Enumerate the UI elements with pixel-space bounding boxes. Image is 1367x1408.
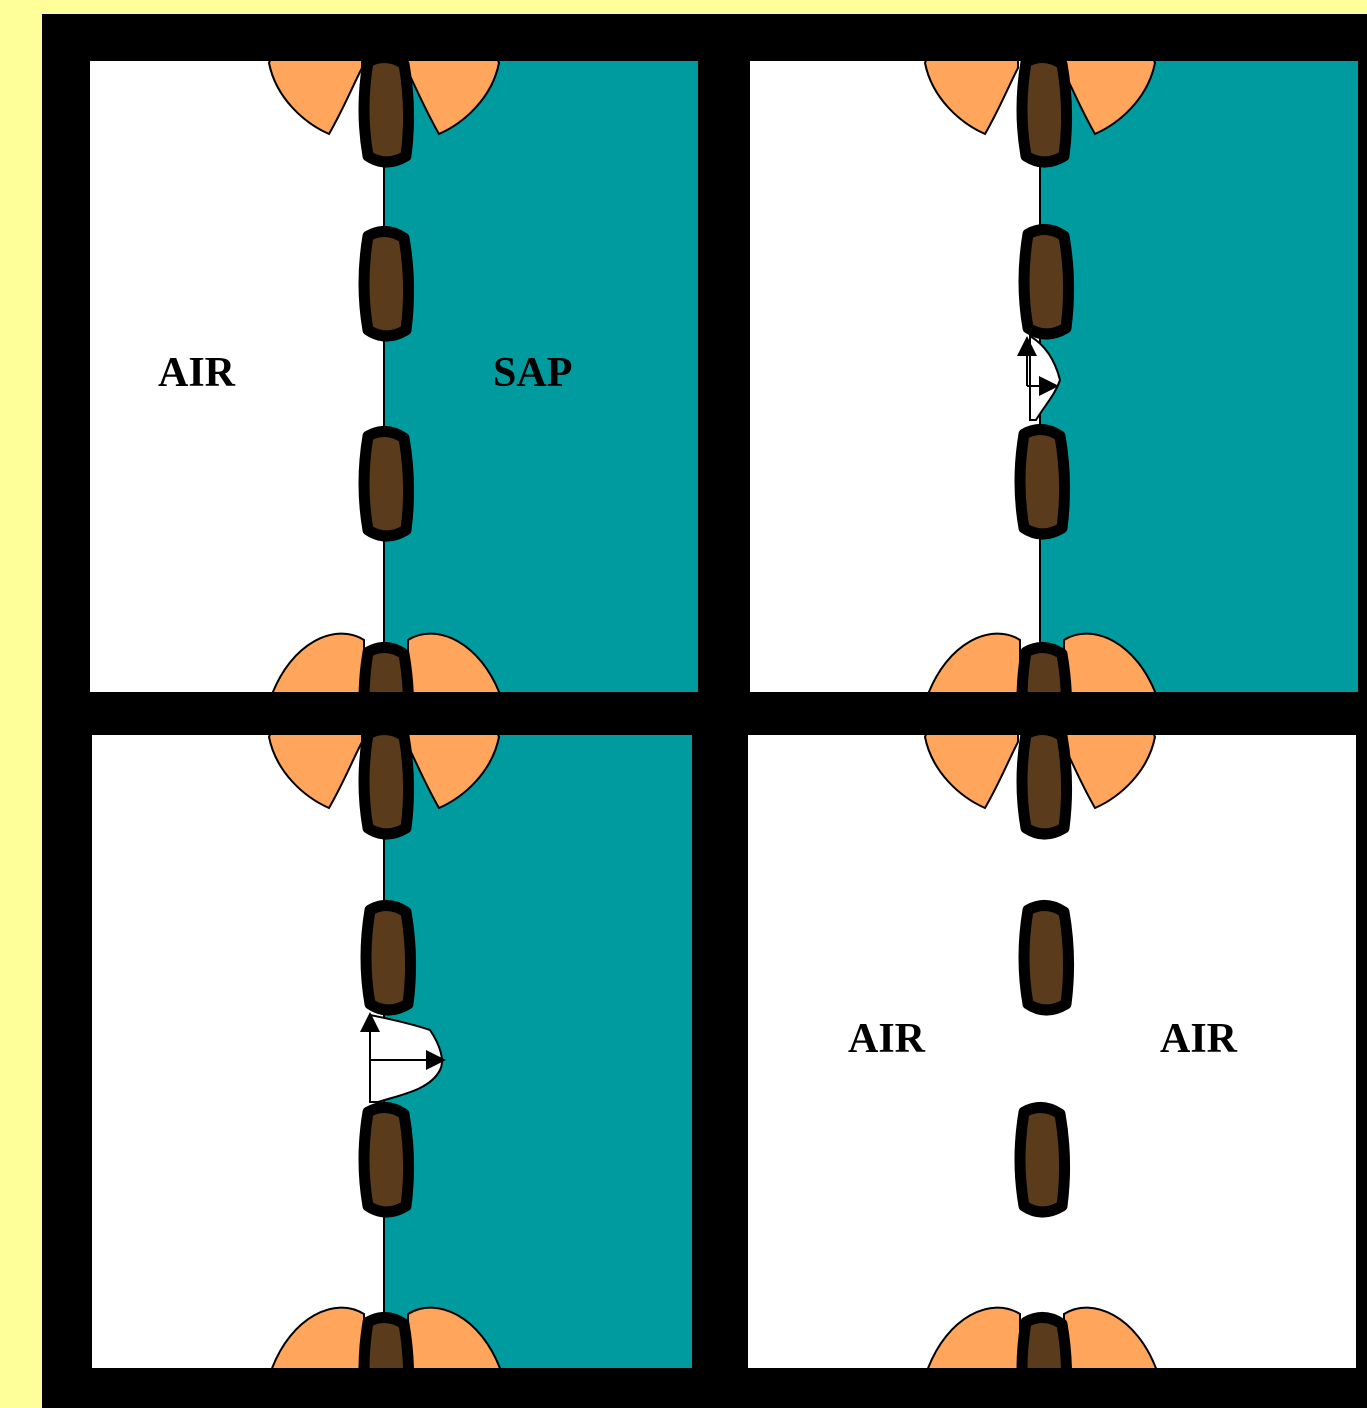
pit-membrane-shape [364,231,409,336]
pit-membrane-shape [1022,729,1067,834]
panel-bottom-left [92,674,692,1408]
pit-membrane-shape [1020,1107,1065,1212]
label-air-top-left: AIR [158,350,236,396]
pit-membrane-shape [364,729,409,834]
pit-membrane-shape [364,1107,409,1212]
label-sap-top-left: SAP [493,350,572,396]
pit-membrane-shape [1024,905,1069,1010]
panel-top-right [750,0,1358,768]
pit-membrane-shape [1024,229,1069,334]
pit-membrane-shape [364,57,409,162]
panel-bottom-right [748,674,1356,1408]
pit-membrane-shape [1022,57,1067,162]
label-air-bottom-right-left: AIR [848,1016,926,1062]
sap-region [1040,61,1358,692]
label-air-bottom-right-right: AIR [1160,1016,1238,1062]
pit-membrane-shape [366,905,411,1010]
pit-membrane-shape [1020,429,1065,534]
pit-membrane-shape [364,431,409,536]
